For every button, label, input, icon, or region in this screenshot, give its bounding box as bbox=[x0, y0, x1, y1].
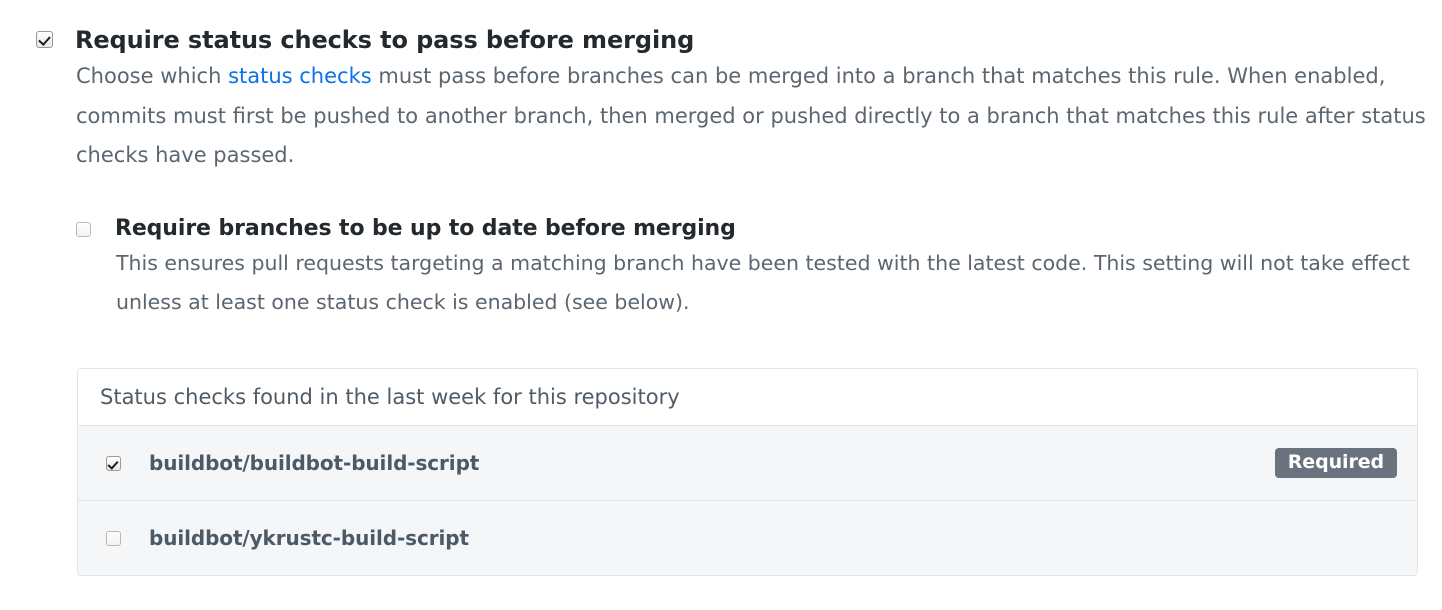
require-branches-up-to-date-section: Require branches to be up to date before… bbox=[76, 218, 1426, 322]
status-check-row[interactable]: buildbot/buildbot-build-script Required bbox=[78, 425, 1417, 500]
require-branches-up-to-date-description: This ensures pull requests targeting a m… bbox=[116, 251, 1410, 314]
require-branches-up-to-date-row[interactable]: Require branches to be up to date before… bbox=[76, 218, 1426, 240]
status-checks-panel: Status checks found in the last week for… bbox=[77, 368, 1418, 576]
status-check-row[interactable]: buildbot/ykrustc-build-script bbox=[78, 500, 1417, 575]
require-branches-up-to-date-checkbox[interactable] bbox=[76, 222, 91, 237]
require-status-checks-description: Choose which status checks must pass bef… bbox=[76, 57, 1426, 176]
status-badge: Required bbox=[1274, 447, 1397, 479]
require-status-checks-section: Require status checks to pass before mer… bbox=[36, 28, 1426, 176]
status-checks-panel-header: Status checks found in the last week for… bbox=[78, 369, 1417, 425]
status-checks-link[interactable]: status checks bbox=[228, 64, 372, 88]
description-text-after-link: must pass before branches can be merged … bbox=[76, 64, 1426, 167]
status-check-name: buildbot/ykrustc-build-script bbox=[149, 526, 469, 550]
status-check-name: buildbot/buildbot-build-script bbox=[149, 451, 480, 475]
status-check-checkbox[interactable] bbox=[106, 455, 121, 471]
description-text-before-link: Choose which bbox=[76, 64, 229, 88]
status-check-checkbox[interactable] bbox=[106, 530, 121, 546]
require-status-checks-label: Require status checks to pass before mer… bbox=[75, 26, 695, 54]
require-status-checks-checkbox[interactable] bbox=[36, 31, 53, 48]
require-status-checks-row[interactable]: Require status checks to pass before mer… bbox=[36, 28, 1426, 52]
require-branches-up-to-date-label: Require branches to be up to date before… bbox=[115, 216, 736, 241]
